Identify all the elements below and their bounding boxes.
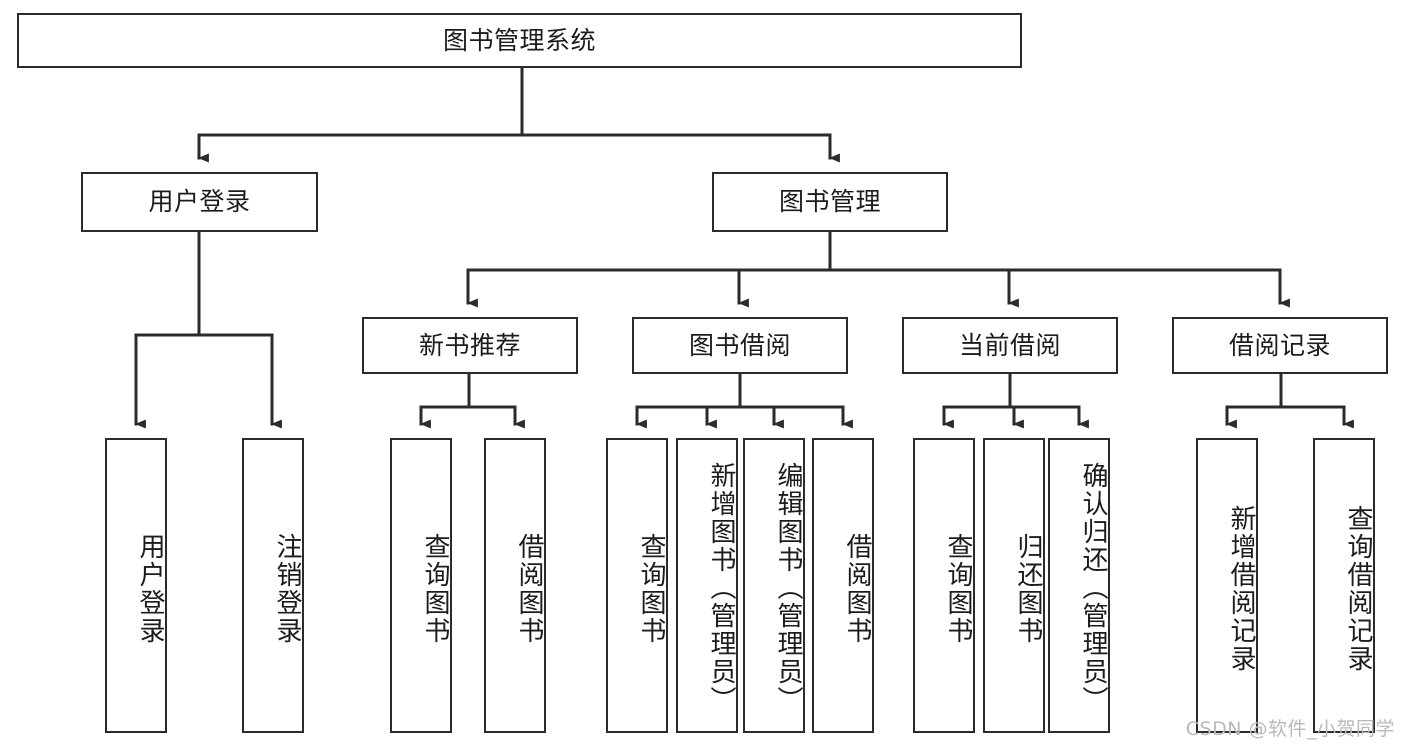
- node-leaf-add-book[interactable]: 新增图书（管理员）: [676, 438, 738, 733]
- node-leaf-query-book-3[interactable]: 查询图书: [913, 438, 975, 733]
- node-root[interactable]: 图书管理系统: [17, 13, 1022, 68]
- node-leaf-query-book-3-label: 查询图书: [943, 532, 973, 645]
- node-book-manage[interactable]: 图书管理: [712, 172, 948, 232]
- node-user-login[interactable]: 用户登录: [81, 172, 318, 232]
- node-leaf-query-book-2[interactable]: 查询图书: [606, 438, 668, 733]
- node-leaf-logout[interactable]: 注销登录: [242, 438, 304, 733]
- node-leaf-query-record[interactable]: 查询借阅记录: [1313, 438, 1375, 733]
- node-new-book-recommend[interactable]: 新书推荐: [362, 317, 578, 374]
- node-leaf-borrow-book-1[interactable]: 借阅图书: [484, 438, 546, 733]
- node-current-borrow-label: 当前借阅: [958, 330, 1061, 360]
- node-borrow-record[interactable]: 借阅记录: [1172, 317, 1388, 374]
- node-leaf-confirm-return[interactable]: 确认归还（管理员）: [1048, 438, 1110, 733]
- node-leaf-borrow-book-2[interactable]: 借阅图书: [812, 438, 874, 733]
- node-new-book-recommend-label: 新书推荐: [418, 330, 521, 360]
- node-leaf-borrow-book-2-label: 借阅图书: [842, 532, 872, 645]
- watermark: CSDN @软件_小贺同学: [1185, 718, 1395, 740]
- node-leaf-add-record-label: 新增借阅记录: [1226, 504, 1256, 673]
- node-leaf-logout-label: 注销登录: [272, 532, 302, 645]
- node-leaf-confirm-return-label: 确认归还（管理员）: [1078, 461, 1108, 714]
- node-leaf-query-record-label: 查询借阅记录: [1343, 504, 1373, 673]
- node-user-login-label: 用户登录: [148, 187, 251, 217]
- node-book-borrow[interactable]: 图书借阅: [632, 317, 848, 374]
- node-root-label: 图书管理系统: [442, 25, 596, 55]
- node-book-borrow-label: 图书借阅: [688, 330, 791, 360]
- node-leaf-borrow-book-1-label: 借阅图书: [514, 532, 544, 645]
- node-book-manage-label: 图书管理: [778, 187, 881, 217]
- node-leaf-query-book-2-label: 查询图书: [636, 532, 666, 645]
- node-borrow-record-label: 借阅记录: [1228, 330, 1331, 360]
- node-leaf-return-book-label: 归还图书: [1013, 532, 1043, 645]
- node-leaf-query-book-1[interactable]: 查询图书: [390, 438, 452, 733]
- node-leaf-user-login-label: 用户登录: [135, 532, 165, 645]
- node-leaf-add-book-label: 新增图书（管理员）: [706, 461, 736, 714]
- node-current-borrow[interactable]: 当前借阅: [902, 317, 1118, 374]
- node-leaf-add-record[interactable]: 新增借阅记录: [1196, 438, 1258, 733]
- node-leaf-query-book-1-label: 查询图书: [420, 532, 450, 645]
- node-leaf-edit-book[interactable]: 编辑图书（管理员）: [743, 438, 805, 733]
- node-leaf-edit-book-label: 编辑图书（管理员）: [773, 461, 803, 714]
- node-leaf-user-login[interactable]: 用户登录: [105, 438, 167, 733]
- node-leaf-return-book[interactable]: 归还图书: [983, 438, 1045, 733]
